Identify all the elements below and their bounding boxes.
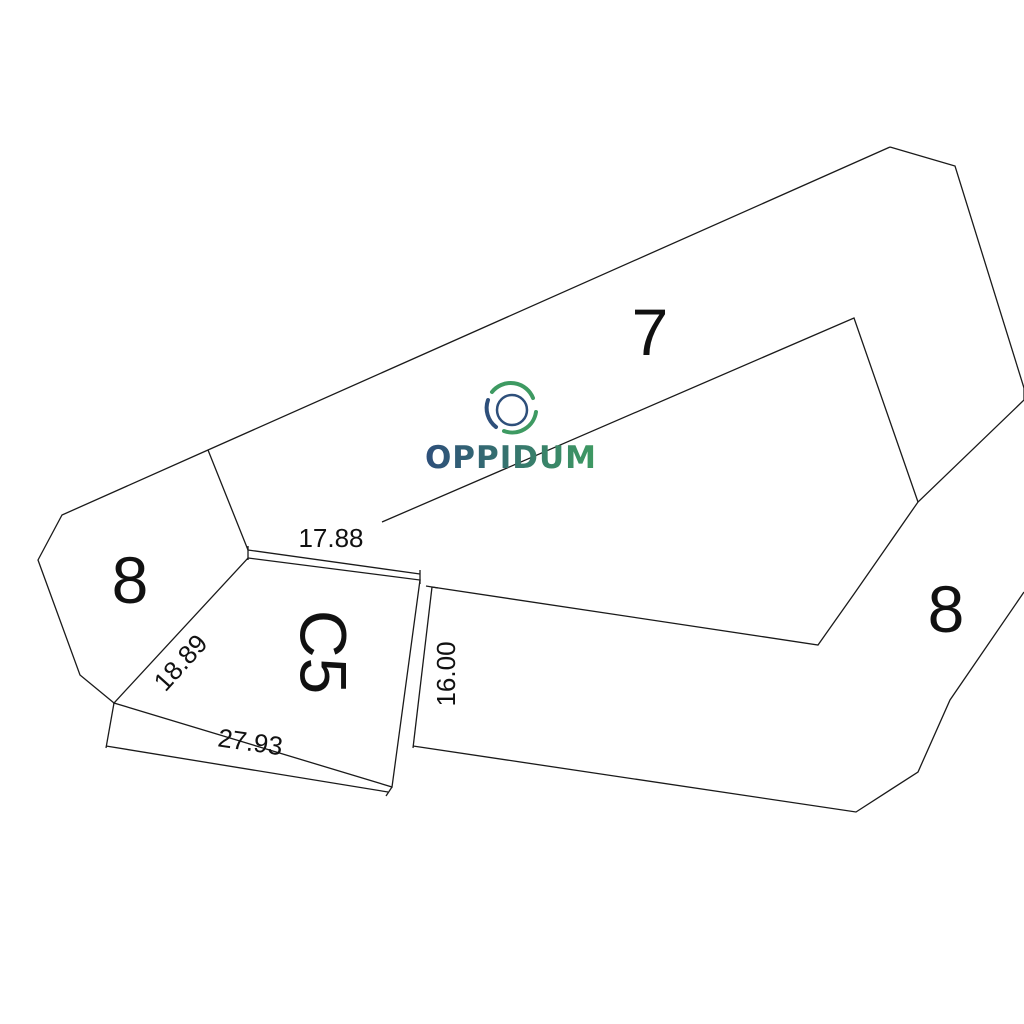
watermark-logo: OPPIDUM — [425, 381, 597, 476]
dimension-label-right: 16.00 — [431, 641, 461, 706]
lot-8-right-boundary — [412, 591, 1024, 813]
logo-text: OPPIDUM — [425, 440, 597, 476]
parcel-label-8-right: 8 — [928, 572, 965, 646]
dimension-label-bottom: 27.93 — [216, 723, 285, 762]
outer-boundary — [431, 146, 1024, 646]
dimension-label-top: 17.88 — [298, 523, 363, 553]
dimension-label-left: 18.89 — [148, 628, 214, 696]
parcel-label-7: 7 — [632, 295, 669, 369]
lot-7-inner-boundary — [381, 317, 919, 523]
parcel-label-8-left: 8 — [112, 543, 149, 617]
dimension-right — [412, 585, 439, 749]
dimension-top — [247, 546, 421, 584]
outer-boundary-left — [37, 146, 891, 704]
logo-ring-icon — [484, 381, 538, 435]
lot-division-left — [207, 449, 249, 551]
dimension-bottom — [105, 702, 393, 797]
parcel-label-c5: C5 — [287, 610, 361, 694]
